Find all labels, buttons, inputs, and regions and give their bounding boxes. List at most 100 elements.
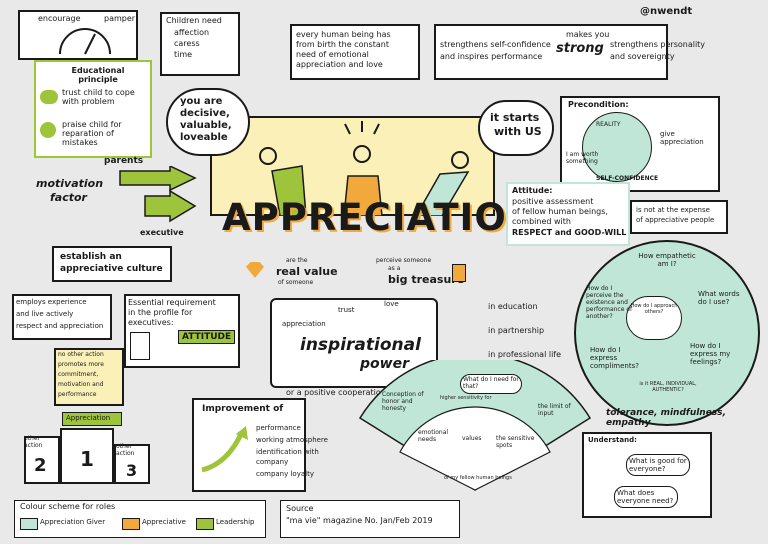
inspire-power-2: power <box>360 356 409 372</box>
inspire-power-1: inspirational <box>300 335 421 355</box>
employee-3: respect and appreciation <box>16 322 104 330</box>
executive-label: executive <box>140 228 184 237</box>
attitude-tag: ATTITUDE <box>178 330 236 345</box>
needs-cell-5: the limit of input <box>538 403 571 417</box>
strong-right-2: and sovereignty <box>610 52 675 61</box>
no-other-5: performance <box>58 391 97 398</box>
understand-q1: What is good for everyone? <box>626 454 690 477</box>
attitude-4: RESPECT and GOOD-WILL <box>512 228 627 237</box>
improvement-1: performance <box>256 424 301 432</box>
employee-1: employs experience <box>16 298 87 306</box>
context-3: in professional life <box>488 350 562 359</box>
legend-swatch-appreciative <box>122 518 140 530</box>
goal-icon <box>40 90 58 104</box>
pamper-label: pamper <box>104 14 136 23</box>
treasure-3: big treasure <box>388 273 465 286</box>
attitude-box <box>506 182 630 246</box>
empathy-ring: tolerance, mindfulness, empathy <box>606 408 726 429</box>
real-value-3: of someone <box>278 279 314 286</box>
diamond-icon <box>246 262 264 278</box>
podium-center <box>60 428 114 484</box>
profile-doc-icon <box>130 332 150 360</box>
inspire-trust: trust <box>338 306 355 314</box>
podium-1: 1 <box>80 447 94 471</box>
podium-top: Appreciation <box>66 414 111 422</box>
no-other-3: commitment, <box>58 371 99 378</box>
needs-arc-2: of my fellow human beings <box>444 475 512 481</box>
main-title: APPRECIATION <box>222 196 539 239</box>
improvement-box <box>192 398 306 492</box>
treasure-1: perceive someone <box>376 257 432 264</box>
confidence-label: SELF-CONFIDENCE <box>596 175 659 182</box>
source-text: "ma vie" magazine No. Jan/Feb 2019 <box>286 516 433 525</box>
needs-arc-1: higher sensitivity for <box>440 395 492 401</box>
source-title: Source <box>286 504 314 513</box>
expense-1: is not at the expense <box>636 206 710 214</box>
podium-top-label-bg <box>62 412 122 426</box>
improvement-3: identification with <box>256 448 319 456</box>
human-line-2: from birth the constant <box>296 40 389 49</box>
gauge-box <box>18 10 138 60</box>
treasure-figure-icon <box>452 264 466 282</box>
inspire-appreciation: appreciation <box>282 320 326 328</box>
precondition-title: Precondition: <box>568 100 629 109</box>
human-line-3: need of emotional <box>296 50 369 59</box>
legend-swatch-giver <box>20 518 38 530</box>
needs-cell-2: emotional needs <box>418 429 449 443</box>
strong-word: strong <box>556 41 604 56</box>
strong-right-1: strengthens personality <box>610 40 706 49</box>
podium-right <box>114 444 150 484</box>
parents-label: parents <box>104 156 144 166</box>
legend-swatch-leadership <box>196 518 214 530</box>
essential-3: executives: <box>128 318 174 327</box>
empathy-q6: is it REAL, INDIVIDUAL, AUTHENTIC? <box>639 381 697 393</box>
attitude-2: of fellow human beings, <box>512 207 608 216</box>
expense-box <box>630 200 728 234</box>
principle-title: Educational principle <box>71 66 125 85</box>
improvement-title: Improvement of <box>202 404 284 414</box>
you-are-3: valuable, <box>180 120 232 131</box>
employee-box <box>12 294 112 340</box>
legend-label-giver: Appreciation Giver <box>40 518 106 526</box>
you-are-1: you are <box>180 96 223 107</box>
human-box <box>290 24 420 80</box>
understand-title: Understand: <box>588 436 637 444</box>
culture-2: appreciative culture <box>60 264 163 274</box>
starts-bubble <box>478 100 554 156</box>
strong-line-2: and inspires performance <box>440 52 543 61</box>
human-line-1: every human being has <box>296 30 391 39</box>
strong-line-1: strengthens self-confidence <box>440 40 551 49</box>
empathy-center-label: How empathetic am I? <box>638 252 696 269</box>
motivation-1: motivation <box>36 177 104 190</box>
praise-text: praise child for reparation of mistakes <box>62 120 122 148</box>
worthy-label: I am worth something <box>566 151 599 165</box>
central-figures <box>259 121 470 216</box>
principle-box <box>34 60 152 158</box>
children-box <box>160 12 240 76</box>
source-box <box>280 500 460 538</box>
needs-fan <box>358 360 592 491</box>
empathy-q1: How do I perceive the existence and perf… <box>586 285 633 320</box>
attitude-3: combined with <box>512 217 571 226</box>
no-other-2: promotes more <box>58 361 104 368</box>
growth-arrow-icon <box>201 426 248 473</box>
needs-cell-4: the sensitive spots <box>496 435 535 449</box>
you-are-bubble <box>166 88 250 156</box>
children-title: Children need <box>166 16 222 25</box>
empathy-q2: What words do I use? <box>698 290 740 307</box>
you-are-2: decisive, <box>180 108 230 119</box>
expense-2: of appreciative people <box>636 216 715 224</box>
empathy-q3: How do I approach others? <box>630 303 678 315</box>
no-other-4: motivation and <box>58 381 104 388</box>
attitude-title: Attitude: <box>512 186 553 195</box>
needs-cell-3: values <box>462 435 482 442</box>
essential-2: in the profile for <box>128 308 193 317</box>
strong-box <box>434 24 668 80</box>
encourage-label: encourage <box>38 14 81 23</box>
improvement-2: working atmosphere <box>256 436 328 444</box>
starts-2: with US <box>494 125 542 138</box>
podium-2: 2 <box>34 455 47 476</box>
confidence-circle <box>582 112 652 182</box>
children-item-2: caress <box>174 39 200 48</box>
gauge-icon <box>59 28 111 55</box>
